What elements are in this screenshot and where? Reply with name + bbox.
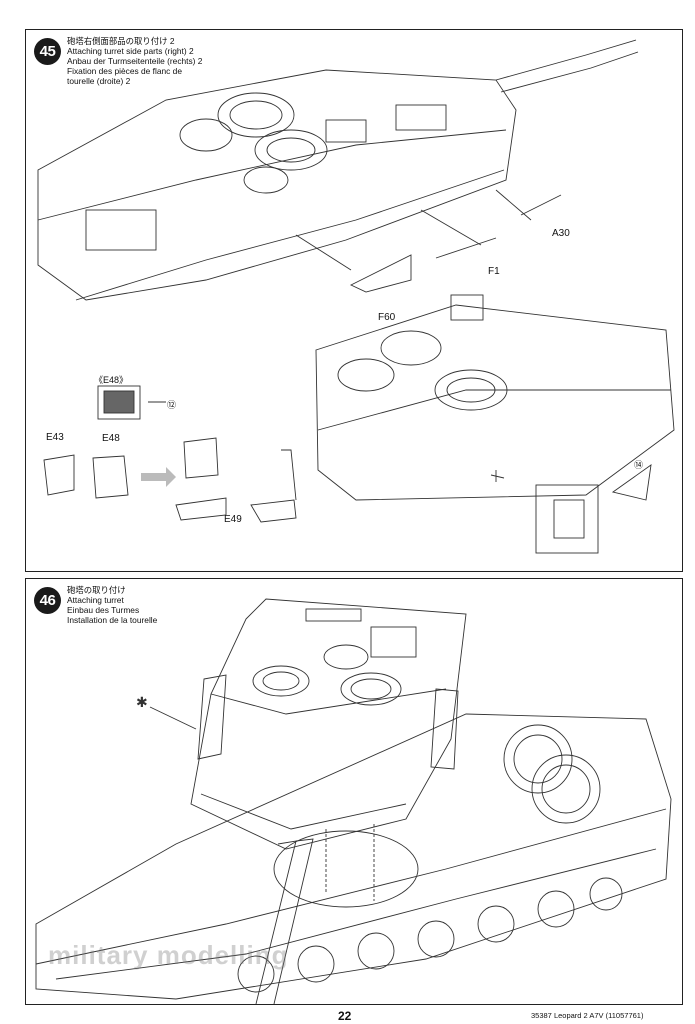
step-number-badge: 45 [34,38,61,65]
title-de: Einbau des Turmes [67,605,140,615]
part-label-a30: A30 [552,228,570,239]
step-45-panel: 45 砲塔右側面部品の取り付け 2 Attaching turret side … [25,29,683,572]
callout-12: ⑫ [167,400,177,410]
turret-attach-illustration: ✱ [35,598,672,1004]
part-label-e48-box: 《E48》 [94,375,129,385]
part-label-f60: F60 [378,312,396,323]
part-label-e43: E43 [46,432,64,443]
watermark: military modelling [48,940,289,970]
turret-side-illustration [37,39,675,554]
part-label-e48: E48 [102,433,120,444]
title-ja: 砲塔の取り付け [67,585,126,595]
title-fr-line1: Fixation des pièces de flanc de [67,66,182,76]
cement-icon: ✱ [136,694,148,710]
step-title-block: 砲塔の取り付け Attaching turret Einbau des Turm… [67,585,157,625]
title-en: Attaching turret [67,595,124,605]
callout-14: ⑭ [634,460,644,470]
title-en: Attaching turret side parts (right) 2 [67,46,194,56]
step-46-panel: 46 砲塔の取り付け Attaching turret Einbau des T… [25,578,683,1005]
step-number-badge: 46 [34,587,61,614]
title-fr-line2: tourelle (droite) 2 [67,76,131,86]
step-title-block: 砲塔右側面部品の取り付け 2 Attaching turret side par… [67,36,202,86]
page-number: 22 [338,1009,352,1023]
page-footer: 35387 Leopard 2 A7V (11057761) [531,1011,644,1020]
title-ja: 砲塔右側面部品の取り付け 2 [67,36,175,46]
part-label-f1: F1 [488,266,500,277]
title-fr: Installation de la tourelle [67,615,158,625]
title-de: Anbau der Turmseitenteile (rechts) 2 [67,56,203,66]
part-label-e49: E49 [224,514,242,525]
